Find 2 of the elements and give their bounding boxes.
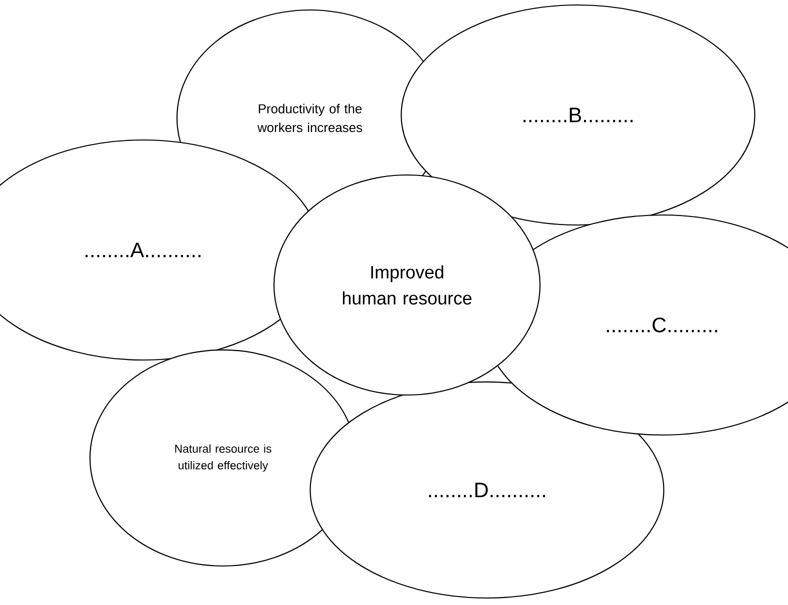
node-label: ........D.......... <box>429 482 546 498</box>
node-label: ........C......... <box>606 318 718 332</box>
